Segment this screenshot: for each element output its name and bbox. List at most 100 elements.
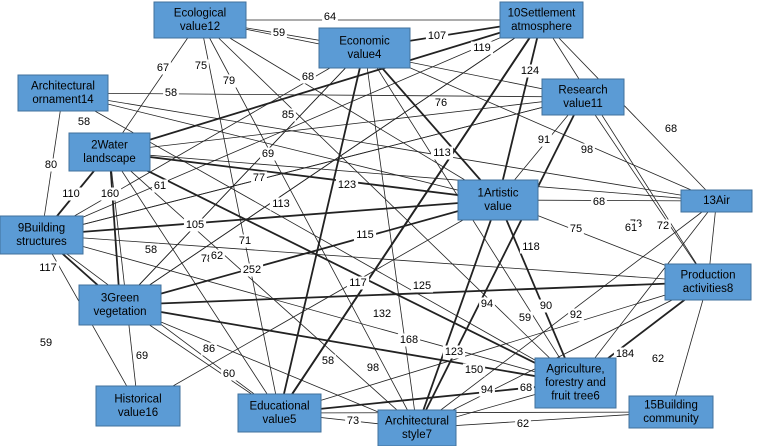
edge-label-background: [38, 336, 54, 350]
edge-label-background: [221, 367, 237, 381]
node-label: 1Artistic: [478, 187, 519, 199]
edge-n4-n5: [278, 47, 366, 414]
node-label: landscape: [83, 153, 135, 165]
node-box: [95, 385, 181, 427]
edge-n2-n5: [109, 151, 280, 414]
edge-label-background: [193, 59, 209, 73]
edge-label-background: [442, 345, 466, 359]
edge-n9-n6: [41, 234, 576, 384]
edge-weight-label: 125: [413, 280, 431, 292]
edge-label-background: [346, 276, 370, 290]
node-n16: Historical value16: [95, 385, 181, 427]
edge-weight-label: 77: [253, 172, 265, 184]
edge-n3-n4: [119, 47, 365, 306]
edge-weight-label: 71: [239, 235, 251, 247]
edge-label-background: [536, 133, 552, 147]
node-box: [499, 1, 584, 39]
node-label: 13Air: [703, 195, 730, 207]
node-label: Agriculture,: [546, 364, 604, 376]
edge-n11-n2: [109, 96, 584, 153]
edge-weight-label: 98: [367, 362, 379, 374]
edge-weight-label: 73: [347, 415, 359, 427]
edge-weight-label: 252: [243, 264, 261, 276]
edge-label-background: [345, 414, 361, 428]
node-n2: 2Water landscape: [68, 132, 151, 172]
node-label: activities8: [683, 283, 734, 295]
edge-weight-label: 62: [652, 353, 664, 365]
edge-label-background: [36, 261, 60, 275]
edge-label-background: [433, 96, 449, 110]
edge-label-background: [518, 381, 534, 395]
edge-label-background: [300, 70, 316, 84]
node-label: forestry and: [545, 377, 606, 389]
edge-weight-label: 91: [538, 134, 550, 146]
edge-n9-n11: [41, 96, 584, 236]
edge-weight-label: 72: [657, 220, 669, 232]
edge-label-background: [237, 234, 253, 248]
edge-weight-label: 92: [570, 309, 582, 321]
node-box: [153, 1, 247, 39]
edge-weight-label: 80: [45, 159, 57, 171]
edge-n10-n2: [109, 19, 542, 153]
edge-weight-label: 90: [540, 300, 552, 312]
edge-weight-label: 107: [428, 30, 446, 42]
edge-n14-n13: [62, 92, 717, 202]
edge-weight-label: 75: [195, 60, 207, 72]
edge-weight-label: 68: [665, 123, 677, 135]
edge-label-background: [134, 349, 150, 363]
edge-label-background: [623, 221, 639, 235]
edge-n12-n2: [109, 19, 201, 153]
edge-label-background: [515, 417, 531, 431]
node-label: value5: [263, 414, 297, 426]
edge-weight-label: 117: [349, 277, 367, 289]
edge-label-background: [163, 86, 179, 100]
node-box: [78, 284, 162, 326]
node-label: 10Settlement: [508, 7, 577, 19]
node-label: ornament14: [32, 94, 94, 106]
edge-label-background: [209, 249, 225, 263]
edge-weight-label: 58: [165, 87, 177, 99]
edge-label-background: [143, 243, 159, 257]
edge-label-background: [479, 297, 495, 311]
edge-n7-n4: [364, 47, 418, 429]
edge-label-background: [517, 311, 533, 325]
edge-n5-n10: [278, 19, 543, 414]
edge-weight-label: 58: [145, 244, 157, 256]
node-label: Architectural: [385, 415, 449, 427]
edge-weight-label: 123: [338, 179, 356, 191]
edge-n4-n13: [364, 47, 717, 202]
edge-label-background: [591, 195, 607, 209]
node-label: structures: [16, 236, 67, 248]
edge-n13-n6: [575, 200, 717, 384]
edge-label-background: [365, 361, 381, 375]
edge-label-background: [269, 197, 293, 211]
edge-weight-label: 62: [211, 250, 223, 262]
node-label: 2Water: [91, 139, 128, 151]
node-label: Historical: [114, 393, 161, 405]
node-box: [534, 357, 617, 409]
node-box: [628, 395, 714, 429]
edge-n3-n6: [119, 304, 576, 384]
node-box: [237, 393, 322, 433]
edge-label-background: [470, 41, 494, 55]
node-label: vegetation: [93, 306, 146, 318]
edge-weight-label: 69: [262, 148, 274, 160]
node-label: 15Building: [644, 399, 698, 411]
node-label: Ecological: [174, 7, 226, 19]
node-label: value16: [118, 407, 158, 419]
edge-label-background: [280, 108, 296, 122]
edge-label-background: [479, 383, 495, 397]
edge-label-background: [518, 64, 542, 78]
edge-weight-label: 58: [78, 116, 90, 128]
edge-weight-label: 168: [400, 334, 418, 346]
edge-weight-label: 68: [593, 196, 605, 208]
node-box: [318, 27, 411, 69]
